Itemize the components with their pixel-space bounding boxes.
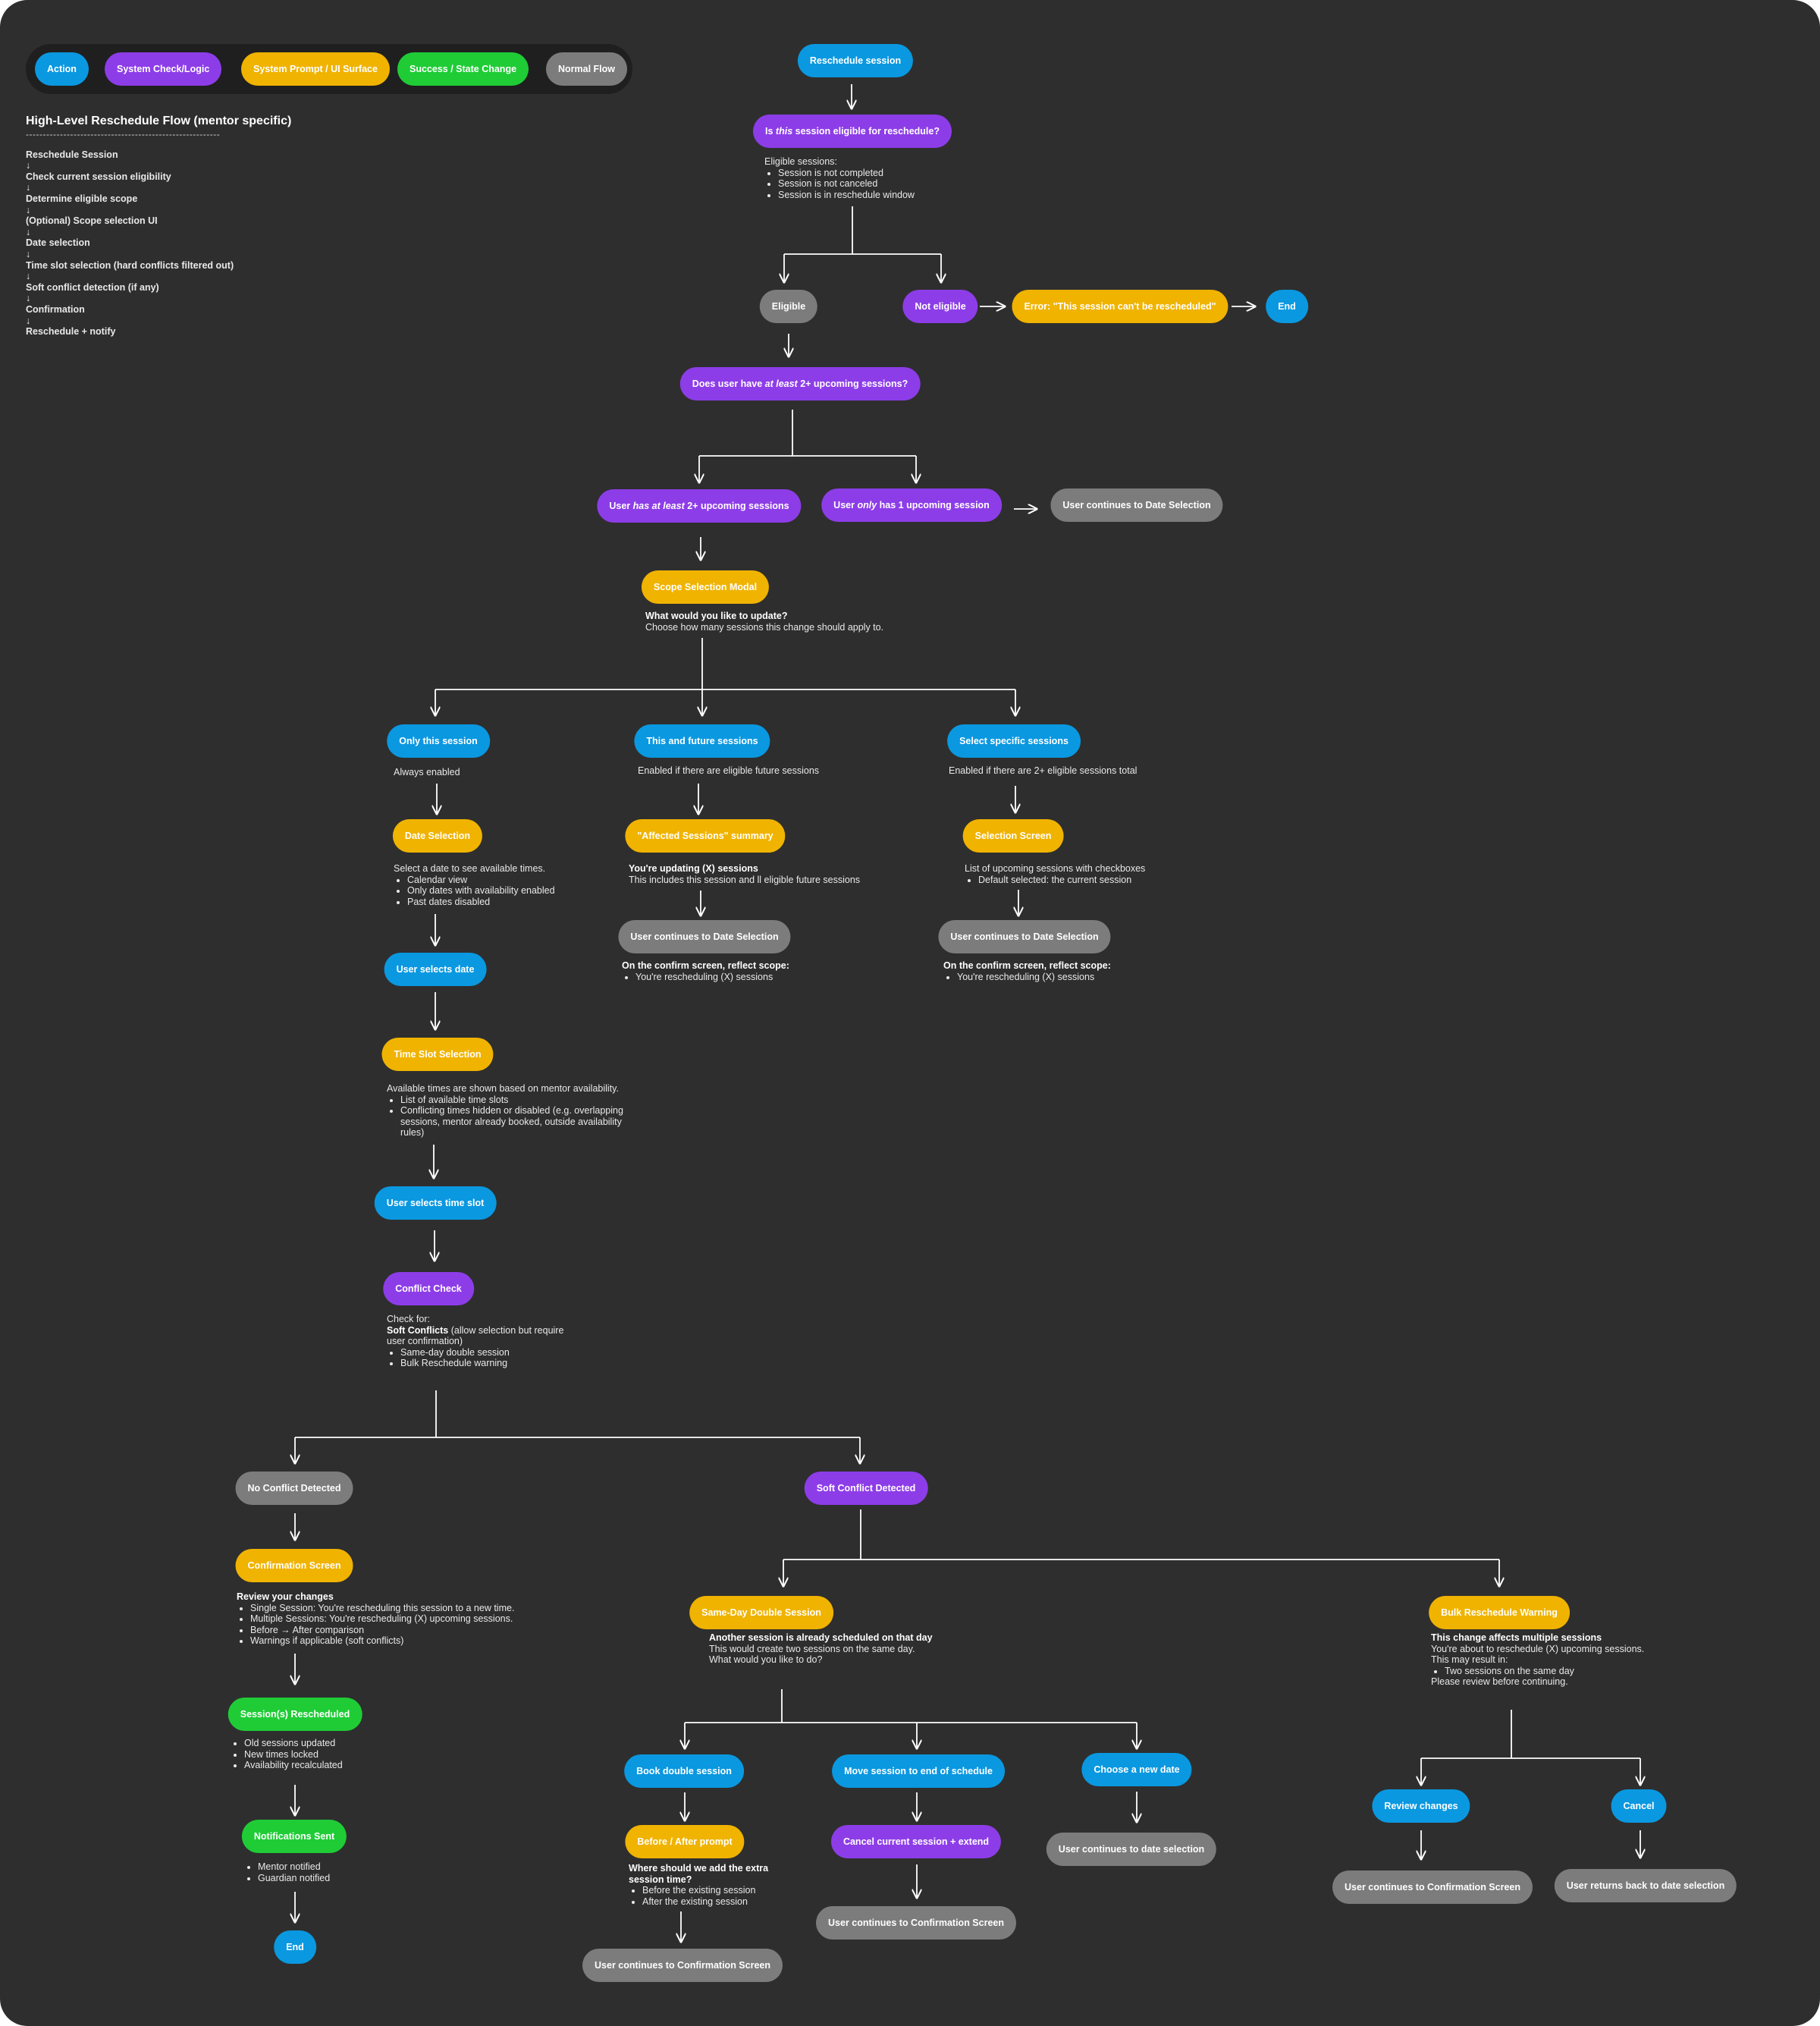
node-same-day-double-session: Same-Day Double Session <box>689 1596 833 1629</box>
down-arrow-icon: ↓ <box>26 315 31 326</box>
summary-step: (Optional) Scope selection UI <box>26 215 158 227</box>
down-arrow-icon: ↓ <box>26 248 31 259</box>
node-move-to-end: Move session to end of schedule <box>832 1754 1005 1788</box>
note-confirm-scope-right: On the confirm screen, reflect scope: Yo… <box>943 960 1111 982</box>
node-eligibility-check: Is this session eligible for reschedule? <box>753 115 952 148</box>
note-conflict-check: Check for: Soft Conflicts (allow selecti… <box>387 1314 584 1369</box>
note-before-after: Where should we add the extra session ti… <box>629 1863 803 1907</box>
summary-step: Date selection <box>26 237 90 249</box>
node-has-2plus-sessions: User has at least 2+ upcoming sessions <box>597 489 802 523</box>
node-reschedule-session: Reschedule session <box>797 44 914 77</box>
node-bulk-reschedule-warning: Bulk Reschedule Warning <box>1429 1596 1570 1629</box>
summary-step: Reschedule + notify <box>26 326 116 338</box>
summary-step: Soft conflict detection (if any) <box>26 281 159 293</box>
summary-step: Time slot selection (hard conflicts filt… <box>26 259 234 271</box>
note-future-enabled: Enabled if there are eligible future ses… <box>638 765 820 776</box>
note-confirm-scope-mid: On the confirm screen, reflect scope: Yo… <box>622 960 789 982</box>
summary-rule: ----------------------------------------… <box>26 129 221 140</box>
legend-system-check: System Check/Logic <box>105 52 222 86</box>
node-select-specific: Select specific sessions <box>947 724 1081 758</box>
note-date-selection: Select a date to see available times. Ca… <box>394 863 555 907</box>
note-eligible-sessions: Eligible sessions: Session is not comple… <box>764 156 915 200</box>
note-selection-screen: List of upcoming sessions with checkboxe… <box>965 863 1145 885</box>
summary-step: Check current session eligibility <box>26 171 171 182</box>
node-end-bottom: End <box>274 1930 316 1964</box>
node-cancel: Cancel <box>1611 1789 1667 1823</box>
down-arrow-icon: ↓ <box>26 182 31 193</box>
down-arrow-icon: ↓ <box>26 271 31 282</box>
node-confirmation-screen: Confirmation Screen <box>235 1549 353 1582</box>
note-specific-enabled: Enabled if there are 2+ eligible session… <box>949 765 1138 776</box>
note-notifications: Mentor notifiedGuardian notified <box>244 1861 330 1883</box>
node-cancel-and-extend: Cancel current session + extend <box>830 1825 1002 1858</box>
node-sessions-rescheduled: Session(s) Rescheduled <box>228 1698 362 1731</box>
note-time-slot: Available times are shown based on mento… <box>387 1083 628 1139</box>
node-before-after-prompt: Before / After prompt <box>625 1825 745 1858</box>
node-book-double-session: Book double session <box>624 1754 744 1788</box>
node-conflict-check: Conflict Check <box>383 1272 474 1305</box>
note-rescheduled: Old sessions updatedNew times lockedAvai… <box>231 1738 343 1771</box>
legend-action: Action <box>35 52 89 86</box>
legend-success: Success / State Change <box>397 52 529 86</box>
note-scope-modal: What would you like to update?Choose how… <box>645 611 884 633</box>
node-eligible: Eligible <box>759 290 818 323</box>
node-upcoming-sessions-check: Does user have at least 2+ upcoming sess… <box>679 367 921 400</box>
node-no-conflict: No Conflict Detected <box>235 1472 353 1505</box>
node-end-top: End <box>1266 290 1308 323</box>
node-scope-selection-modal: Scope Selection Modal <box>641 570 770 604</box>
node-continue-confirm-c: User continues to Confirmation Screen <box>1332 1871 1533 1904</box>
node-continue-date-right: User continues to Date Selection <box>938 920 1111 953</box>
node-affected-sessions-summary: "Affected Sessions" summary <box>625 819 786 853</box>
node-not-eligible: Not eligible <box>902 290 978 323</box>
node-only-this-session: Only this session <box>387 724 490 758</box>
down-arrow-icon: ↓ <box>26 160 31 171</box>
node-time-slot-selection: Time Slot Selection <box>381 1038 494 1071</box>
summary-title: High-Level Reschedule Flow (mentor speci… <box>26 115 292 127</box>
note-always-enabled: Always enabled <box>394 767 460 777</box>
node-this-and-future: This and future sessions <box>634 724 770 758</box>
legend: Action System Check/Logic System Prompt … <box>26 44 632 94</box>
node-selection-screen: Selection Screen <box>962 819 1064 853</box>
note-review-changes: Review your changes Single Session: You'… <box>237 1591 514 1647</box>
node-notifications-sent: Notifications Sent <box>241 1820 347 1853</box>
node-continue-date-top: User continues to Date Selection <box>1050 488 1223 522</box>
down-arrow-icon: ↓ <box>26 293 31 304</box>
node-continue-date-mid: User continues to Date Selection <box>618 920 791 953</box>
down-arrow-icon: ↓ <box>26 226 31 237</box>
node-user-selects-date: User selects date <box>384 953 487 986</box>
flow-summary: High-Level Reschedule Flow (mentor speci… <box>26 114 291 338</box>
summary-step: Confirmation <box>26 303 85 315</box>
node-date-selection: Date Selection <box>392 819 483 853</box>
node-only-1-session: User only has 1 upcoming session <box>821 488 1002 522</box>
node-continue-confirm-b: User continues to Confirmation Screen <box>816 1906 1016 1940</box>
node-continue-date-lower: User continues to date selection <box>1046 1833 1217 1866</box>
down-arrow-icon: ↓ <box>26 204 31 215</box>
summary-step: Determine eligible scope <box>26 193 138 204</box>
node-soft-conflict: Soft Conflict Detected <box>804 1472 928 1505</box>
node-choose-new-date: Choose a new date <box>1081 1753 1192 1786</box>
node-review-changes: Review changes <box>1372 1789 1470 1823</box>
node-returns-to-date: User returns back to date selection <box>1554 1869 1737 1902</box>
summary-step: Reschedule Session <box>26 149 118 160</box>
node-error-cannot-reschedule: Error: "This session can't be reschedule… <box>1012 290 1228 323</box>
legend-normal-flow: Normal Flow <box>546 52 628 86</box>
legend-system-prompt: System Prompt / UI Surface <box>241 52 390 86</box>
node-continue-confirm-a: User continues to Confirmation Screen <box>582 1949 783 1982</box>
note-same-day: Another session is already scheduled on … <box>709 1632 933 1665</box>
node-user-selects-time-slot: User selects time slot <box>374 1186 497 1220</box>
